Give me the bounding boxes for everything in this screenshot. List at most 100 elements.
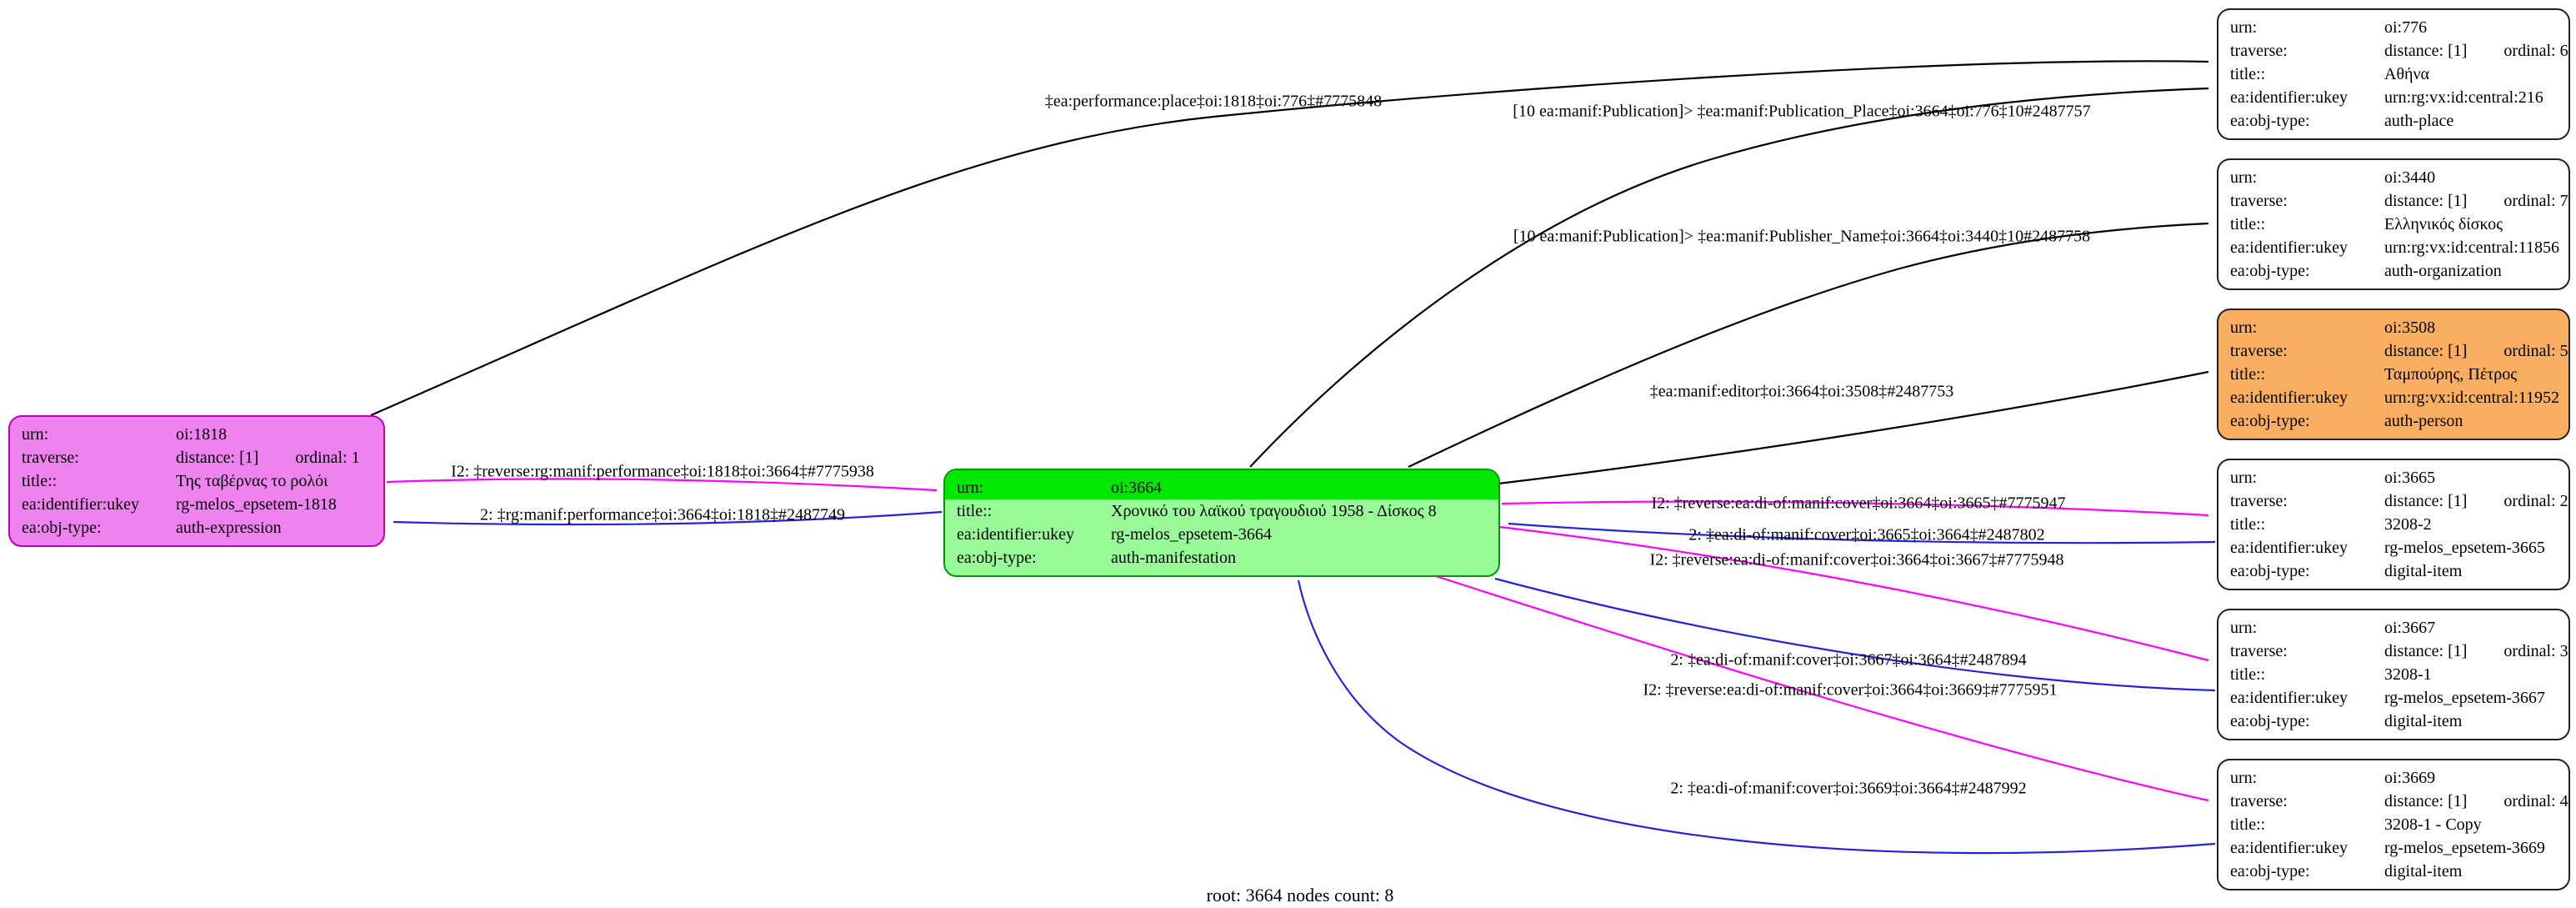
edge-publisher-name-path[interactable] <box>1408 222 2209 468</box>
node-field-ukey: ea:identifier:ukey rg-melos_epsetem-3665 <box>2218 536 2568 559</box>
traverse-distance: distance: [1] <box>2384 492 2468 510</box>
field-value: auth-organization <box>2384 262 2502 280</box>
field-value: 3208-1 <box>2384 665 2432 684</box>
node-field-ukey: ea:identifier:ukey rg-melos_epsetem-3667 <box>2218 686 2568 710</box>
field-key: title:: <box>22 472 58 490</box>
edge-cover-3665-path[interactable] <box>1508 522 2216 544</box>
field-key: traverse: <box>2230 642 2288 660</box>
edge-performance-path[interactable] <box>393 510 943 526</box>
edge-performance-place-label: ‡ea:performance:place‡oi:1818‡oi:776‡#77… <box>1044 92 1383 111</box>
edge-cover-3669-path[interactable] <box>1297 579 2216 855</box>
node-field-ukey: ea:identifier:ukey rg-melos_epsetem-3664 <box>945 523 1498 546</box>
edge-reverse-cover-3667-path[interactable] <box>1499 525 2209 662</box>
field-key: urn: <box>957 479 984 497</box>
edge-publication-place-label: [10 ea:manif:Publication]> ‡ea:manif:Pub… <box>1513 102 2091 121</box>
edge-reverse-cover-3669-label: I2: ‡reverse:ea:di-of:manif:cover‡oi:366… <box>1643 680 2058 700</box>
field-key: ea:identifier:ukey <box>22 495 140 514</box>
field-key: traverse: <box>22 449 79 467</box>
edge-manif-editor-path[interactable] <box>1498 370 2209 485</box>
edge-cover-3667-path[interactable] <box>1494 577 2216 692</box>
node-field-title: title:: 3208-1 - Copy <box>2218 813 2568 836</box>
edge-publication-place-path[interactable] <box>1249 87 2209 468</box>
edge-reverse-cover-3665-path[interactable] <box>1501 500 2209 517</box>
traverse-ordinal: ordinal: 7 <box>2503 192 2568 210</box>
node-oi-3665[interactable]: urn: oi:3665 traverse: distance: [1] ord… <box>2217 459 2570 590</box>
edge-performance-place-path[interactable] <box>370 60 2209 417</box>
field-key: ea:obj-type: <box>22 519 102 537</box>
edge-reverse-cover-3669-path[interactable] <box>1433 574 2209 802</box>
field-key: ea:identifier:ukey <box>2230 689 2348 707</box>
node-field-title: title:: Της ταβέρνας το ρολόι <box>10 469 383 493</box>
traverse-distance: distance: [1] <box>2384 192 2468 210</box>
field-key: urn: <box>22 425 49 444</box>
traverse-ordinal: ordinal: 3 <box>2503 642 2568 660</box>
field-value: distance: [1] ordinal: 1 <box>176 448 372 468</box>
field-value: oi:3664 <box>1111 479 1163 497</box>
field-value: auth-expression <box>176 519 282 537</box>
edge-reverse-cover-3665-label: I2: ‡reverse:ea:di-of:manif:cover‡oi:366… <box>1651 494 2066 513</box>
root-count-label: root: 3664 nodes count: 8 <box>1206 885 1394 905</box>
field-key: urn: <box>2230 168 2258 187</box>
node-field-objtype: ea:obj-type: auth-expression <box>10 516 383 545</box>
edge-reverse-performance-label: I2: ‡reverse:rg:manif:performance‡oi:181… <box>451 462 874 481</box>
node-field-objtype: ea:obj-type: auth-organization <box>2218 259 2568 288</box>
node-oi-3440[interactable]: urn: oi:3440 traverse: distance: [1] ord… <box>2217 158 2570 290</box>
field-key: ea:obj-type: <box>957 549 1037 567</box>
node-field-urn: urn: oi:3669 <box>2218 760 2568 790</box>
traverse-distance: distance: [1] <box>2384 342 2468 360</box>
field-key: ea:obj-type: <box>2230 562 2310 580</box>
field-key: ea:obj-type: <box>2230 862 2310 880</box>
field-value: oi:3667 <box>2384 619 2436 637</box>
traverse-distance: distance: [1] <box>2384 42 2468 60</box>
field-key: urn: <box>2230 769 2258 787</box>
traverse-ordinal: ordinal: 1 <box>295 449 360 467</box>
field-key: ea:identifier:ukey <box>2230 539 2348 557</box>
field-value: rg-melos_epsetem-1818 <box>176 495 337 514</box>
node-oi-3667[interactable]: urn: oi:3667 traverse: distance: [1] ord… <box>2217 609 2570 740</box>
node-oi-1818[interactable]: urn: oi:1818 traverse: distance: [1] ord… <box>8 415 385 547</box>
field-value: oi:3669 <box>2384 769 2436 787</box>
node-field-title: title:: 3208-1 <box>2218 663 2568 686</box>
node-field-urn: urn: oi:3665 <box>2218 460 2568 489</box>
field-value: urn:rg:vx:id:central:11856 <box>2384 238 2559 257</box>
node-oi-3664[interactable]: urn: oi:3664 title:: Χρονικό του λαϊκού … <box>943 469 1500 577</box>
field-value: digital-item <box>2384 712 2463 730</box>
field-key: traverse: <box>2230 42 2288 60</box>
traverse-ordinal: ordinal: 6 <box>2503 42 2568 60</box>
field-key: ea:identifier:ukey <box>2230 839 2348 857</box>
node-field-ukey: ea:identifier:ukey rg-melos_epsetem-3669 <box>2218 836 2568 860</box>
node-field-objtype: ea:obj-type: auth-place <box>2218 109 2568 138</box>
node-field-ukey: ea:identifier:ukey rg-melos_epsetem-1818 <box>10 493 383 516</box>
field-value: 3208-2 <box>2384 515 2432 534</box>
node-oi-776[interactable]: urn: oi:776 traverse: distance: [1] ordi… <box>2217 8 2570 140</box>
node-field-ukey: ea:identifier:ukey urn:rg:vx:id:central:… <box>2218 236 2568 259</box>
node-oi-3508[interactable]: urn: oi:3508 traverse: distance: [1] ord… <box>2217 309 2570 440</box>
node-field-urn: urn: oi:3664 <box>945 470 1498 499</box>
node-field-urn: urn: oi:776 <box>2218 10 2568 39</box>
node-field-title: title:: Αθήνα <box>2218 63 2568 86</box>
node-oi-3669[interactable]: urn: oi:3669 traverse: distance: [1] ord… <box>2217 759 2570 890</box>
field-value: distance: [1] ordinal: 2 <box>2384 491 2568 511</box>
field-key: ea:identifier:ukey <box>2230 88 2348 107</box>
node-field-traverse: traverse: distance: [1] ordinal: 6 <box>2218 39 2568 63</box>
field-value: Της ταβέρνας το ρολόι <box>176 472 328 490</box>
node-field-objtype: ea:obj-type: digital-item <box>2218 860 2568 889</box>
node-field-urn: urn: oi:3440 <box>2218 160 2568 189</box>
field-value: 3208-1 - Copy <box>2384 815 2482 834</box>
node-field-traverse: traverse: distance: [1] ordinal: 1 <box>10 446 383 469</box>
field-value: rg-melos_epsetem-3669 <box>2384 839 2545 857</box>
field-key: urn: <box>2230 469 2258 487</box>
field-key: title:: <box>2230 365 2266 384</box>
field-value: Ελληνικός δίσκος <box>2384 215 2503 233</box>
field-key: title:: <box>2230 815 2266 834</box>
edge-cover-3667-label: 2: ‡ea:di-of:manif:cover‡oi:3667‡oi:3664… <box>1670 650 2027 670</box>
node-field-objtype: ea:obj-type: auth-manifestation <box>945 546 1498 575</box>
field-value: urn:rg:vx:id:central:11952 <box>2384 389 2559 407</box>
edge-reverse-performance-path[interactable] <box>386 478 938 492</box>
edge-cover-3669-label: 2: ‡ea:di-of:manif:cover‡oi:3669‡oi:3664… <box>1670 779 2027 798</box>
node-field-traverse: traverse: distance: [1] ordinal: 2 <box>2218 489 2568 513</box>
field-key: ea:identifier:ukey <box>2230 389 2348 407</box>
field-value: auth-person <box>2384 412 2463 430</box>
node-field-traverse: traverse: distance: [1] ordinal: 3 <box>2218 640 2568 663</box>
